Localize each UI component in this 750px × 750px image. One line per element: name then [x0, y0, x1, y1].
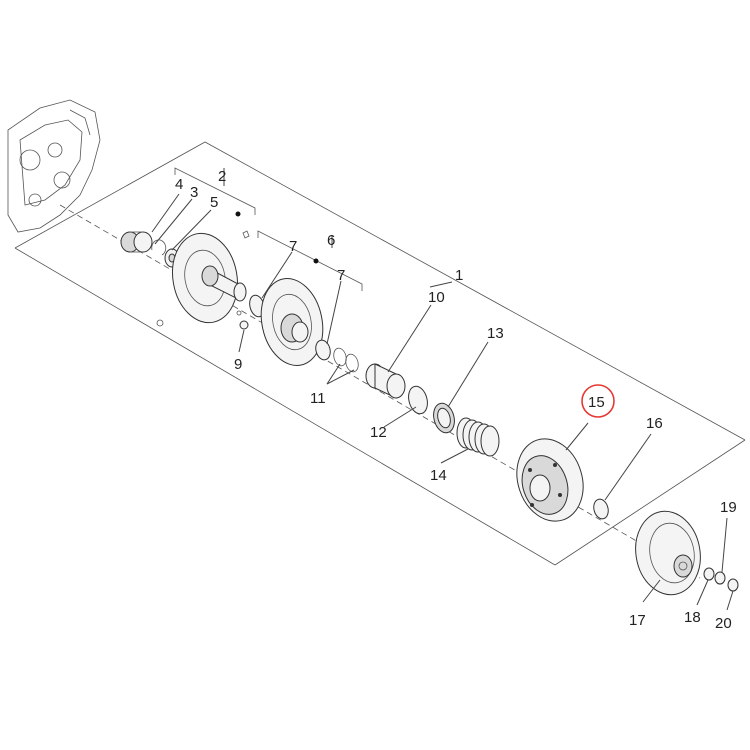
spring-part-14 — [456, 417, 500, 457]
clutch-bell-part-17 — [635, 510, 701, 596]
seal-ring-part-7-right — [315, 339, 331, 361]
callout-17: 17 — [629, 612, 646, 629]
callout-3: 3 — [190, 184, 198, 201]
callout-5: 5 — [210, 194, 218, 211]
group-6-bracket — [257, 230, 363, 291]
callout-6: 6 — [327, 232, 335, 249]
bushing-part-4 — [120, 231, 153, 253]
callout-9: 9 — [234, 356, 242, 373]
moving-pulley-part-6 — [260, 258, 324, 366]
callout-7a: 7 — [289, 238, 297, 255]
callout-10: 10 — [428, 289, 445, 306]
clutch-assembly-part-15 — [516, 438, 584, 522]
spring-seat-part-13 — [433, 402, 455, 434]
callout-2: 2 — [218, 168, 226, 185]
callout-12: 12 — [370, 424, 387, 441]
highlight-circle-15 — [581, 384, 615, 418]
callout-1: 1 — [455, 267, 463, 284]
washer-part-19 — [714, 571, 726, 585]
callout-18: 18 — [684, 609, 701, 626]
pulley-half-part-2 — [156, 211, 250, 327]
callout-4: 4 — [175, 176, 183, 193]
crankcase-housing — [7, 99, 101, 233]
callout-15: 15 — [588, 394, 605, 411]
assembly-frame — [14, 141, 746, 579]
sleeve-part-10 — [365, 363, 406, 399]
callout-19: 19 — [720, 499, 737, 516]
pin-part-9 — [236, 310, 249, 330]
callout-14: 14 — [430, 467, 447, 484]
callout-11: 11 — [310, 390, 326, 407]
circlip-part-3 — [151, 239, 167, 256]
o-rings-part-11 — [333, 347, 359, 373]
callout-13: 13 — [487, 325, 504, 342]
group-2-bracket — [174, 167, 256, 215]
callout-16: 16 — [646, 415, 663, 432]
callout-20: 20 — [715, 615, 732, 632]
leader-lines — [151, 168, 734, 611]
callout-labels: 1 2 3 4 5 6 7 7 9 10 11 12 13 14 15 16 1… — [175, 168, 737, 632]
washer-part-16 — [593, 498, 609, 520]
washer-part-18 — [703, 567, 715, 581]
washer-part-12 — [408, 385, 428, 415]
callout-7b: 7 — [337, 267, 345, 284]
nut-part-20 — [727, 578, 739, 592]
